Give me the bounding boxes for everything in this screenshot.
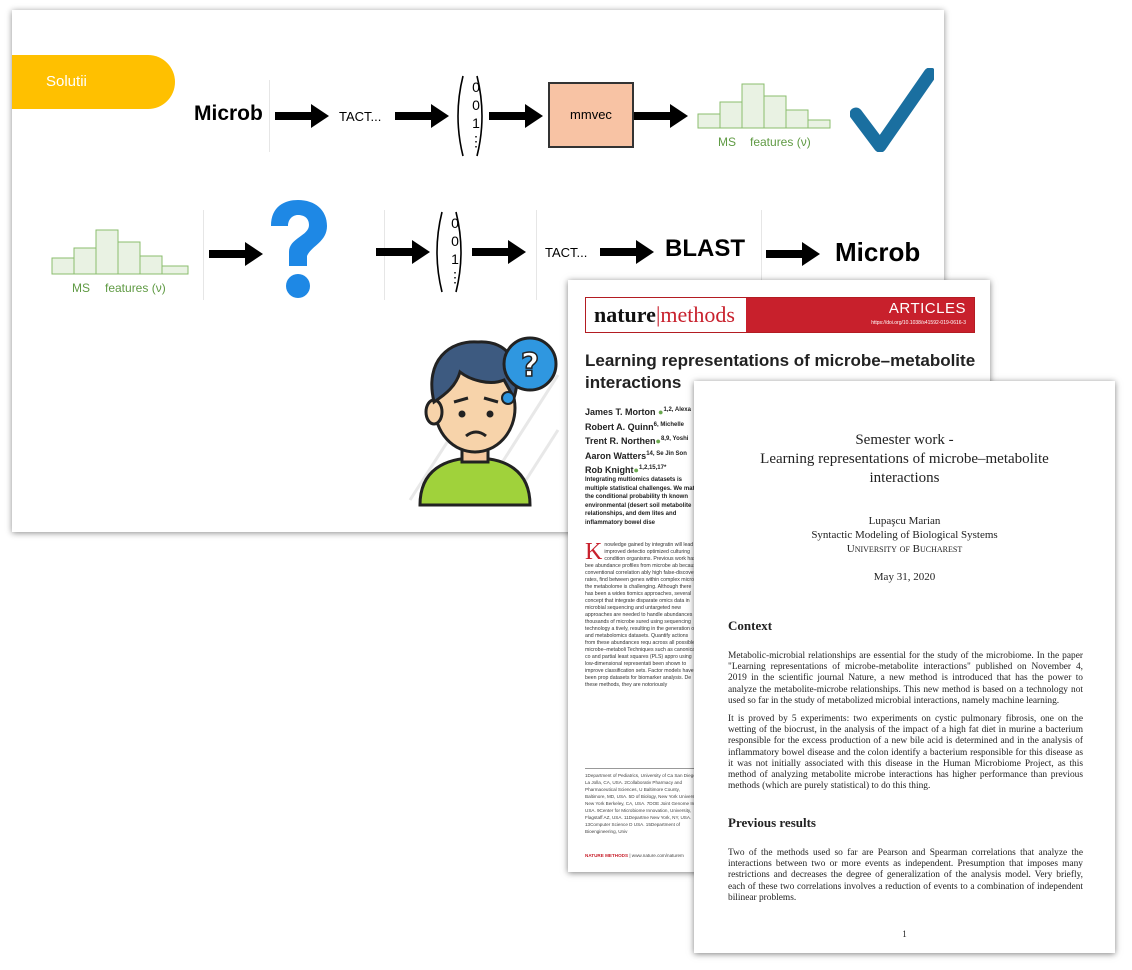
author: James T. Morton (585, 407, 658, 417)
histogram-icon (696, 78, 836, 130)
dropcap: K (585, 542, 602, 562)
section-tab-label: Solutii (46, 73, 87, 90)
microb-label: Microb (194, 102, 263, 126)
vector-value: 1 (465, 114, 487, 132)
svg-text:?: ? (521, 346, 540, 384)
vector-values: 0 0 1 ⋮ (465, 78, 487, 150)
author-block: Lupaşcu Marian Syntactic Modeling of Bio… (694, 514, 1115, 556)
histogram-icon (50, 228, 194, 276)
author-list: James T. Morton ●1,2, Alexa Robert A. Qu… (585, 404, 691, 477)
author-name: Lupaşcu Marian (694, 514, 1115, 528)
vector-value: ⋮ (465, 132, 487, 150)
author: Rob Knight (585, 465, 634, 475)
paragraph: Two of the methods used so far are Pears… (728, 848, 1083, 904)
microb-label: Microb (835, 237, 920, 268)
author: Trent R. Northen (585, 436, 656, 446)
vector-value: 0 (465, 96, 487, 114)
vector-value: 0 (444, 232, 466, 250)
histogram-label-features: features (ν) (750, 135, 811, 149)
vector-value: ⋮ (444, 268, 466, 286)
author: Aaron Watters (585, 451, 646, 461)
vector-values: 0 0 1 ⋮ (444, 214, 466, 286)
divider (203, 210, 204, 300)
journal-name-methods: methods (660, 302, 735, 327)
checkmark-icon (850, 68, 934, 152)
journal-header: nature|methods ARTICLES https://doi.org/… (585, 297, 975, 333)
arrow-right-icon (209, 241, 265, 267)
vector-value: 1 (444, 250, 466, 268)
vector-value: 0 (444, 214, 466, 232)
title-line: Semester work - (694, 431, 1115, 450)
histogram-label-features: features (ν) (105, 281, 166, 295)
doi-label: https://doi.org/10.1038/s41592-019-0616-… (871, 320, 966, 326)
section-tab: Solutii (12, 55, 175, 109)
divider (536, 210, 537, 300)
author-affil: 14, Se Jin Son (646, 451, 687, 457)
mmvec-model-box: mmvec (548, 82, 634, 148)
paper-date: May 31, 2020 (694, 571, 1115, 583)
university-name: University of Bucharest (694, 542, 1115, 556)
title-line: interactions (694, 469, 1115, 488)
page-number: 1 (694, 929, 1115, 939)
blast-label: BLAST (665, 235, 745, 263)
footer-url: | www.nature.com/naturem (628, 853, 684, 858)
arrow-right-icon (275, 103, 331, 129)
section-heading: Previous results (728, 815, 816, 831)
author-affil: 1,2, Alexa (663, 407, 690, 413)
sequence-label: TACT... (339, 109, 381, 124)
footnotes: 1Department of Pediatrics, University of… (585, 768, 700, 835)
histogram-label-ms: MS (72, 281, 90, 295)
arrow-right-icon (600, 239, 656, 265)
paragraph: It is proved by 5 experiments: two exper… (728, 714, 1083, 792)
vector-value: 0 (465, 78, 487, 96)
course-name: Syntactic Modeling of Biological Systems (694, 528, 1115, 542)
paragraph: Metabolic-microbial relationships are es… (728, 651, 1083, 707)
author-affil: 8,9, Yoshi (661, 436, 688, 442)
abstract: Integrating multiomics datasets is multi… (585, 476, 700, 527)
arrow-right-icon (376, 239, 432, 265)
journal-logo: nature|methods (586, 298, 746, 332)
author-affil: 1,2,15,17* (639, 465, 666, 471)
histogram-label-ms: MS (718, 135, 736, 149)
divider (269, 80, 270, 152)
author-affil: 6, Michelle (654, 422, 684, 428)
arrow-right-icon (472, 239, 528, 265)
body-paragraph: nowledge gained by integratin will lead … (585, 542, 699, 688)
sequence-label: TACT... (545, 245, 587, 260)
journal-name-nature: nature (594, 302, 656, 327)
arrow-right-icon (395, 103, 451, 129)
journal-banner: ARTICLES https://doi.org/10.1038/s41592-… (746, 298, 974, 332)
confused-person-icon: ? (390, 320, 560, 510)
author: Robert A. Quinn (585, 422, 654, 432)
paper-title: Semester work - Learning representations… (694, 431, 1115, 488)
arrow-right-icon (489, 103, 545, 129)
question-mark-icon (265, 198, 331, 302)
section-label: ARTICLES (889, 300, 966, 317)
arrow-right-icon (634, 103, 690, 129)
section-heading: Context (728, 618, 772, 634)
page-footer: NATURE METHODS | www.nature.com/naturem (585, 853, 684, 858)
title-line: Learning representations of microbe–meta… (694, 450, 1115, 469)
semester-work-paper: Semester work - Learning representations… (694, 381, 1115, 953)
arrow-right-icon (766, 241, 822, 267)
footer-journal: NATURE METHODS (585, 853, 628, 858)
